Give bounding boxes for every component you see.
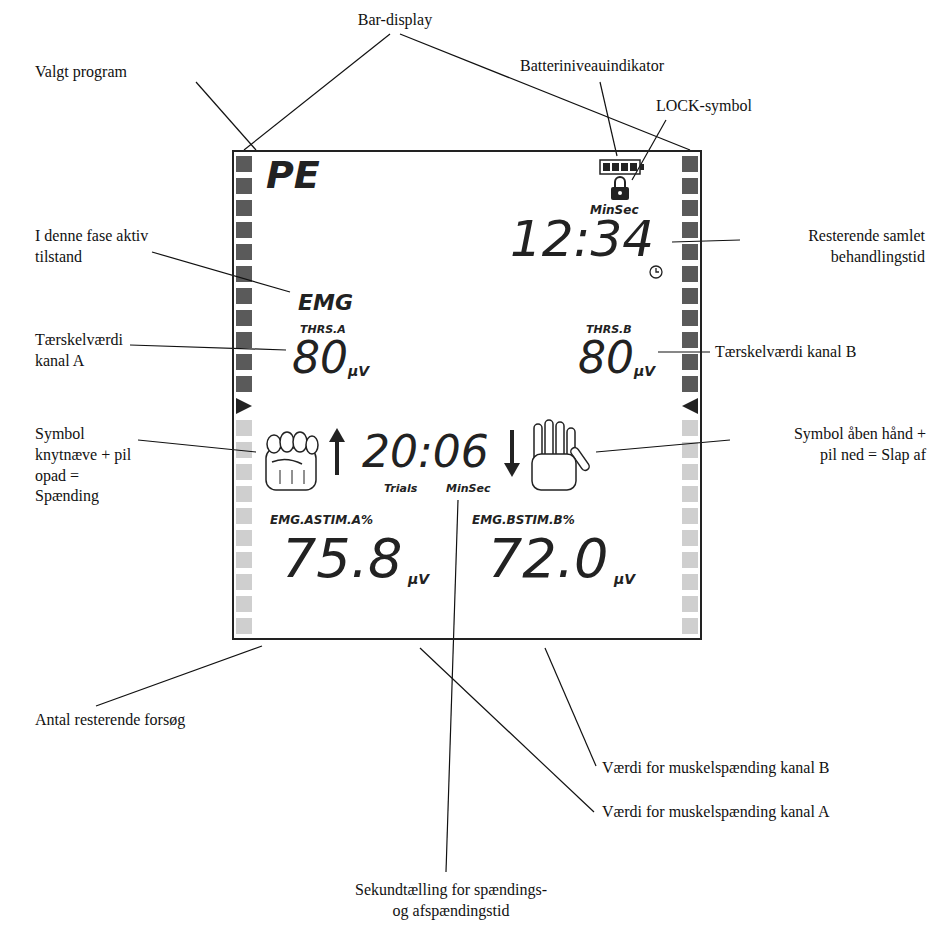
bar-segment — [236, 288, 252, 304]
bar-segment — [682, 244, 698, 260]
bar-segment — [682, 222, 698, 238]
unit-label: Trials — [384, 483, 417, 494]
threshold-digits: 80 — [578, 336, 634, 380]
bar-segment — [682, 354, 698, 370]
arrow-up — [329, 428, 345, 475]
bar-segment — [236, 618, 252, 634]
bar-segment — [682, 310, 698, 326]
clock-icon — [650, 266, 662, 278]
lock-icon — [611, 177, 629, 200]
fist-symbol — [266, 432, 318, 490]
bar-segment — [682, 376, 698, 392]
leader-line — [672, 240, 740, 242]
leader-line — [130, 345, 286, 350]
time-digits: 12:34 — [510, 214, 654, 264]
bar-segment — [682, 508, 698, 524]
bar-segment — [236, 486, 252, 502]
callout-label: Resterende samlet behandlingstid — [745, 226, 925, 268]
arrow-down — [504, 430, 520, 477]
open-hand-symbol — [532, 420, 591, 490]
counter-digits: 20:06 — [362, 430, 489, 474]
battery-icon — [600, 160, 644, 174]
bar-segment — [236, 310, 252, 326]
bar-segment — [682, 200, 698, 216]
unit-label: µV — [408, 572, 429, 586]
bar-segment — [682, 574, 698, 590]
value-digits: 75.8 — [282, 532, 402, 586]
callout-label: Valgt program — [35, 62, 195, 83]
callout-label: Værdi for muskelspænding kanal A — [602, 802, 922, 823]
callout-label: LOCK-symbol — [656, 96, 796, 117]
callout-label: Bar-display — [335, 10, 455, 31]
bar-segment — [682, 530, 698, 546]
bar-segment — [682, 266, 698, 282]
bar-marker — [682, 398, 698, 414]
leader-line — [196, 82, 256, 150]
bar-segment — [236, 332, 252, 348]
bar-segment — [236, 530, 252, 546]
threshold-digits: 80 — [292, 336, 348, 380]
leader-line — [138, 440, 256, 452]
bar-segment — [682, 486, 698, 502]
channel-label: EMG.BSTIM.B% — [472, 514, 575, 526]
bar-display — [236, 156, 698, 634]
leader-lines — [96, 34, 740, 872]
channel-label: EMG.ASTIM.A% — [270, 514, 373, 526]
bar-segment — [236, 266, 252, 282]
callout-label: Sekundtælling for spændings- og afspændi… — [346, 880, 556, 922]
unit-label: µV — [348, 364, 369, 378]
bar-segment — [236, 244, 252, 260]
bar-segment — [236, 222, 252, 238]
leader-line — [96, 646, 262, 706]
leader-line — [658, 351, 710, 352]
leader-line — [244, 34, 390, 150]
leader-line — [400, 34, 690, 150]
value-digits: 72.0 — [488, 532, 608, 586]
callout-label: Antal resterende forsøg — [35, 710, 255, 731]
bar-segment — [682, 178, 698, 194]
bar-segment — [236, 200, 252, 216]
callout-label: Tærskelværdi kanal B — [715, 342, 935, 363]
leader-line — [420, 648, 594, 812]
bar-segment — [682, 420, 698, 436]
mode-label: EMG — [298, 292, 353, 314]
bar-segment — [236, 574, 252, 590]
leader-line — [152, 252, 290, 292]
unit-label: µV — [614, 572, 635, 586]
callout-label: Batteriniveauindikator — [520, 56, 720, 77]
threshold-label: THRS.B — [586, 324, 632, 335]
bar-segment — [682, 596, 698, 612]
bar-segment — [682, 288, 698, 304]
callout-label: I denne fase aktiv tilstand — [35, 226, 175, 268]
bar-segment — [236, 376, 252, 392]
callout-label: Tærskelværdi kanal A — [35, 330, 135, 372]
bar-segment — [682, 618, 698, 634]
lcd-display: PEMinSec12:34EMGTHRS.A80µVTHRS.B80µV20:0… — [232, 150, 702, 640]
leader-line — [545, 648, 596, 766]
leader-line — [600, 82, 617, 156]
callout-label: Værdi for muskelspænding kanal B — [602, 758, 922, 779]
bar-segment — [236, 178, 252, 194]
bar-segment — [682, 552, 698, 568]
bar-segment — [236, 464, 252, 480]
program-code: PE — [266, 156, 320, 194]
threshold-label: THRS.A — [300, 324, 346, 335]
bar-segment — [236, 420, 252, 436]
leader-line — [596, 440, 730, 452]
unit-label: µV — [634, 364, 655, 378]
callout-label: Symbol åben hånd + pil ned = Slap af — [776, 424, 926, 466]
callout-label: Symbol knytnæve + pil opad = Spænding — [35, 424, 139, 507]
bar-segment — [236, 552, 252, 568]
leader-line — [446, 500, 458, 872]
unit-label: MinSec — [446, 483, 490, 494]
bar-segment — [682, 156, 698, 172]
bar-segment — [236, 354, 252, 370]
bar-segment — [236, 508, 252, 524]
bar-segment — [236, 596, 252, 612]
bar-segment — [682, 332, 698, 348]
bar-segment — [682, 464, 698, 480]
bar-segment — [236, 156, 252, 172]
bar-marker — [236, 398, 252, 414]
